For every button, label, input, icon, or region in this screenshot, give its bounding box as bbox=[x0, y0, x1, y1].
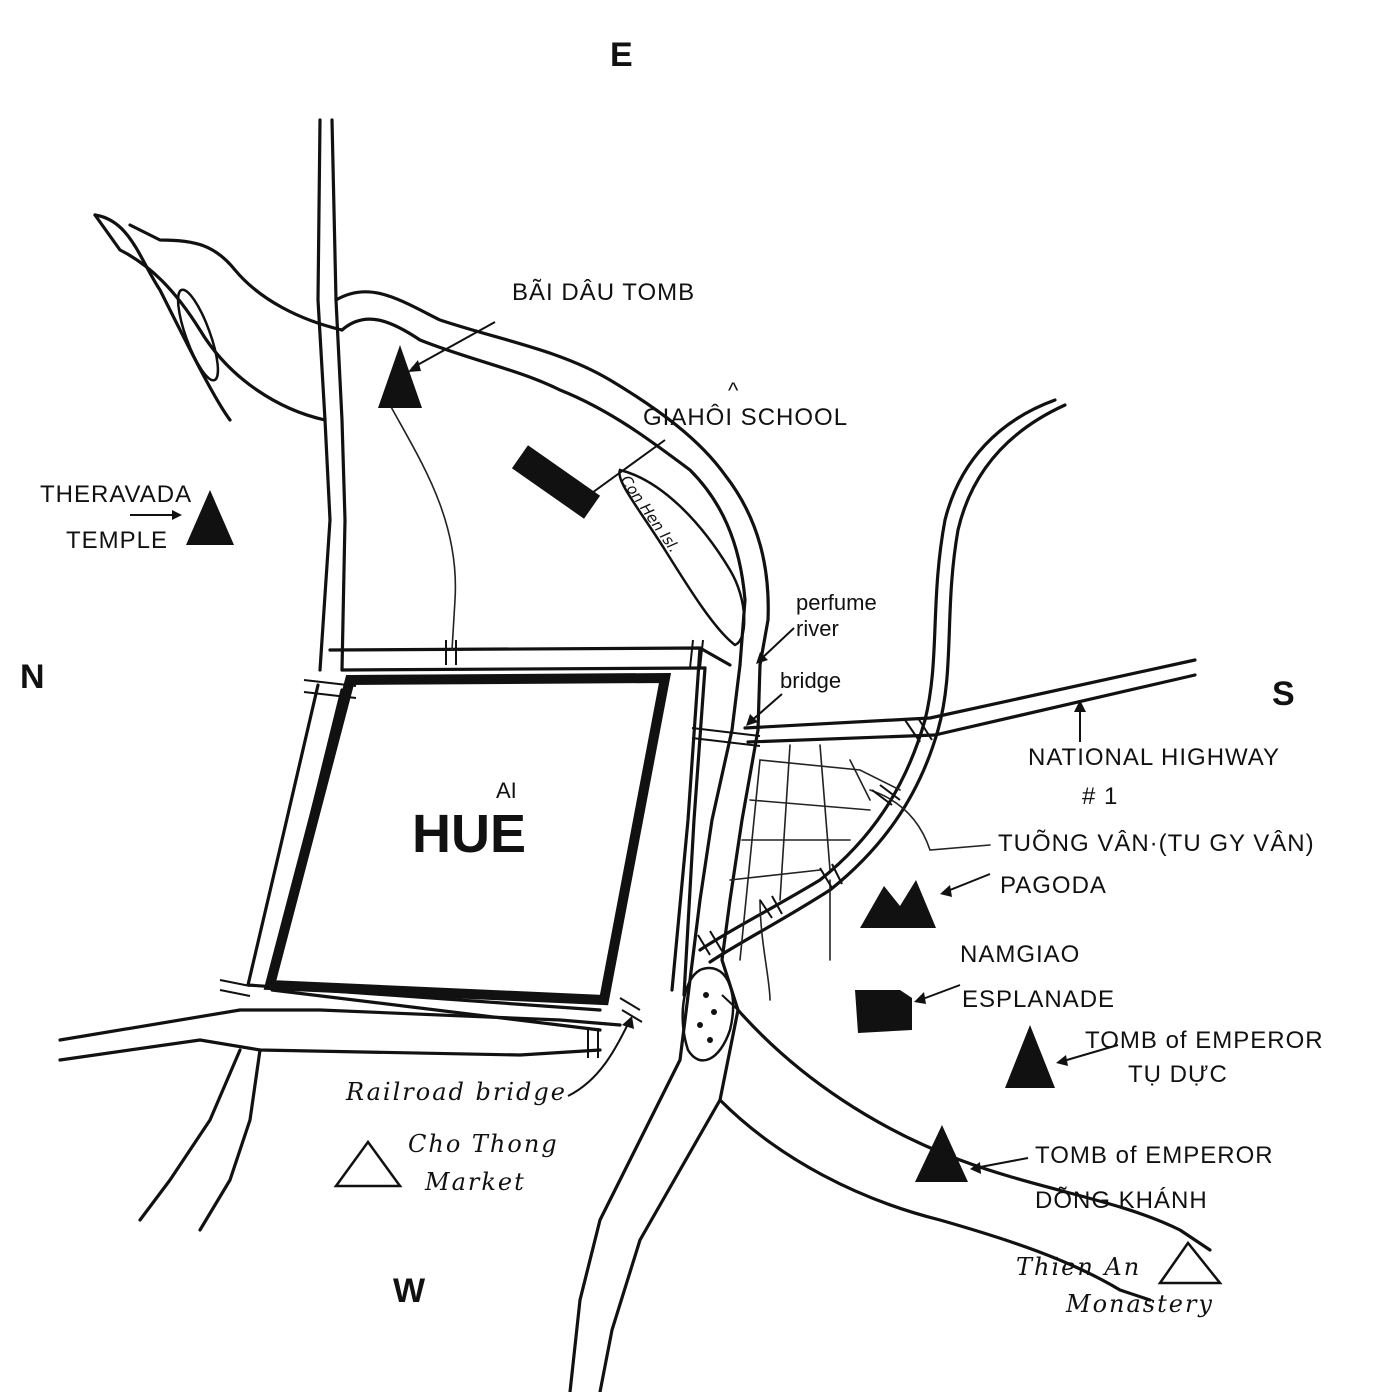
bridge-label: bridge bbox=[780, 668, 841, 693]
pagoda-marker bbox=[860, 880, 936, 928]
bai-dau-arrow bbox=[411, 321, 496, 369]
thien-an-monastery-marker bbox=[1157, 1240, 1223, 1285]
giahoi-arrow bbox=[584, 439, 666, 499]
compass-south: S bbox=[1272, 675, 1295, 713]
theravada-label-2: TEMPLE bbox=[66, 527, 168, 554]
theravada-label-1: THERAVADA bbox=[40, 481, 192, 508]
hue-citadel: HUE AI bbox=[263, 672, 672, 1006]
thien-an-label-1: Thien An bbox=[1016, 1253, 1141, 1281]
cho-thong-label-1: Cho Thong bbox=[408, 1130, 559, 1158]
highway-label-2: # 1 bbox=[1082, 783, 1118, 810]
upper-creek bbox=[93, 213, 232, 422]
perfume-label-1: perfume bbox=[796, 590, 877, 615]
compass-north: N bbox=[20, 658, 45, 696]
con-hen-island: Con Hen Isl. bbox=[617, 468, 746, 647]
highway-label-1: NATIONAL HIGHWAY bbox=[1028, 744, 1280, 771]
dong-khanh-label-1: TOMB of EMPEROR bbox=[1035, 1142, 1274, 1169]
pagoda-label: PAGODA bbox=[1000, 872, 1107, 899]
dotted-island bbox=[681, 966, 735, 1062]
cho-thong-label-2: Market bbox=[424, 1168, 526, 1196]
island-label: Con Hen Isl. bbox=[617, 472, 683, 556]
city-name: HUE bbox=[412, 804, 526, 864]
compass-east: E bbox=[610, 36, 633, 74]
namgiao-marker bbox=[855, 990, 912, 1033]
tu-duc-label-1: TOMB of EMPEROR bbox=[1085, 1027, 1324, 1054]
theravada-temple-marker bbox=[186, 490, 234, 545]
railroad-bridge-label: Railroad bridge bbox=[345, 1078, 567, 1106]
dong-khanh-tomb-marker bbox=[915, 1125, 968, 1182]
city-accent: AI bbox=[496, 778, 517, 803]
bridge-marks bbox=[219, 639, 933, 1058]
giahoi-accent: ^ bbox=[728, 378, 739, 403]
namgiao-label-1: NAMGIAO bbox=[960, 941, 1080, 968]
tu-duc-tomb-marker bbox=[1005, 1025, 1055, 1088]
dong-khanh-label-2: DÕNG KHÁNH bbox=[1035, 1186, 1208, 1214]
streets-southeast bbox=[729, 744, 991, 1001]
perfume-label-2: river bbox=[796, 616, 839, 641]
cho-thong-market-marker bbox=[333, 1139, 403, 1188]
compass-west: W bbox=[393, 1272, 426, 1310]
bai-dau-tomb-marker bbox=[378, 345, 422, 408]
bai-dau-label: BÃI DÂU TOMB bbox=[512, 279, 695, 306]
giahoi-label: GIAHÔI SCHOOL bbox=[643, 403, 848, 431]
thien-an-label-2: Monastery bbox=[1065, 1290, 1214, 1318]
namgiao-label-2: ESPLANADE bbox=[962, 986, 1115, 1013]
tuong-van-label: TUÕNG VÂN·(TU GY VÂN) bbox=[998, 829, 1315, 857]
streets-north bbox=[389, 404, 457, 651]
giahoi-school-marker bbox=[511, 445, 601, 519]
tu-duc-label-2: TỤ DỰC bbox=[1128, 1061, 1228, 1088]
national-highway bbox=[743, 658, 1197, 744]
